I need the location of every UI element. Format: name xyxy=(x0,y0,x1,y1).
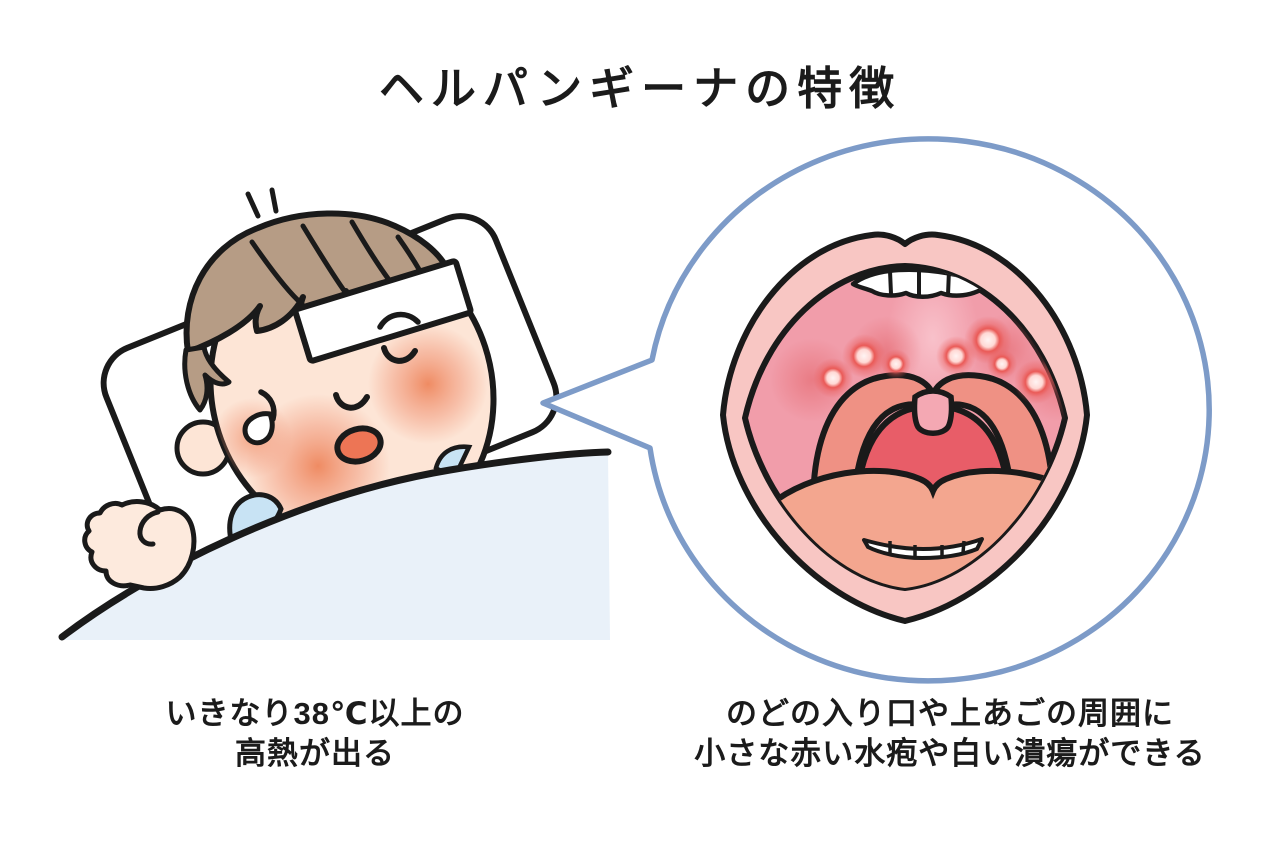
throat-caption-line1: のどの入り口や上あごの周囲に xyxy=(726,696,1174,731)
fever-caption-line1: いきなり38℃以上の xyxy=(165,696,465,731)
blanket xyxy=(62,452,610,640)
cooling-pad xyxy=(292,258,474,364)
right-eyebrow xyxy=(377,311,421,330)
page-title: ヘルパンギーナの特徴 xyxy=(378,63,902,114)
uvula xyxy=(911,388,955,436)
throat-blisters xyxy=(813,316,1058,404)
fever-caption: いきなり38℃以上の 高熱が出る xyxy=(40,694,590,774)
left-eyebrow xyxy=(258,389,277,422)
sick-child-illustration xyxy=(58,187,612,641)
tear-drop xyxy=(242,411,275,446)
child-mouth xyxy=(334,425,384,465)
fever-caption-line2: 高熱が出る xyxy=(235,736,395,771)
throat-caption: のどの入り口や上あごの周囲に 小さな赤い水疱や白い潰瘍ができる xyxy=(640,694,1260,774)
right-eye-closed xyxy=(381,345,418,364)
left-eye-closed xyxy=(333,392,370,411)
fist xyxy=(82,499,197,591)
throat-illustration xyxy=(540,136,1212,684)
throat-caption-line2: 小さな赤い水疱や白い潰瘍ができる xyxy=(694,736,1206,771)
lower-teeth xyxy=(862,537,984,560)
thumb-line xyxy=(137,509,161,547)
